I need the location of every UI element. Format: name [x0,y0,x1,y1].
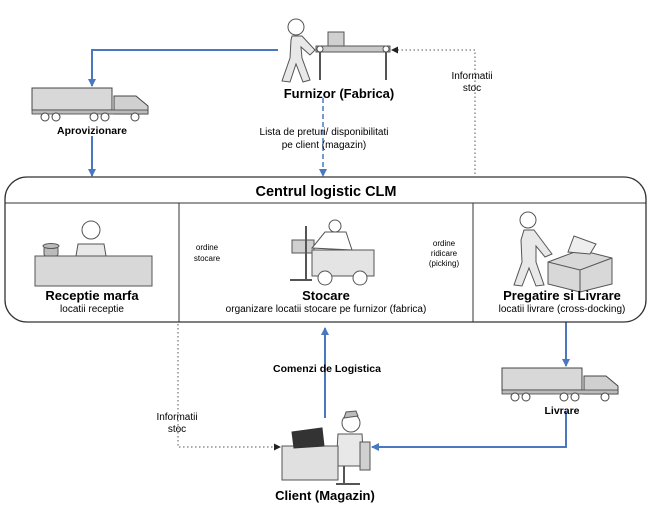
receptie-subtitle: locatii receptie [60,304,124,315]
comenzi-label: Comenzi de Logistica [273,363,381,375]
truck-icon [31,87,149,122]
ordine-ridicare-line1: ordine [433,239,456,248]
arrow-livrare-to-client [371,412,567,451]
client-label: Client (Magazin) [275,488,375,503]
info-stoc-bottom-line1: Informatii [156,412,197,423]
worker-at-conveyor-icon [281,18,391,83]
ordine-stocare-line2: stocare [194,254,221,263]
stocare-subtitle: organizare locatii stocare pe furnizor (… [226,304,427,315]
worker-lifting-box-icon [513,211,613,293]
receptionist-desk-icon [34,220,153,287]
ordine-ridicare-line2: ridicare [431,249,458,258]
aprovizionare-label: Aprovizionare [57,125,127,137]
pregatire-subtitle: locatii livrare (cross-docking) [499,304,626,315]
livrare-label: Livrare [544,405,579,417]
pregatire-title: Pregatire si Livrare [503,288,621,303]
price-list-label-line1: Lista de preturi/ disponibilitati [260,127,389,138]
furnizor-label: Furnizor (Fabrica) [284,86,395,101]
info-stoc-top-line1: Informatii [451,71,492,82]
arrow-furnizor-to-aprovizionare [88,49,278,87]
receptie-title: Receptie marfa [45,288,139,303]
center-title: Centrul logistic CLM [256,184,397,200]
client-at-computer-icon [281,410,371,485]
arrow-info-stoc-top [391,46,476,178]
truck-icon [501,367,619,402]
stocare-title: Stocare [302,288,350,303]
forklift-icon [290,219,375,286]
connectors [88,46,570,451]
price-list-label-line2: pe client (magazin) [282,140,366,151]
ordine-stocare-line1: ordine [196,243,219,252]
info-stoc-top-line2: stoc [463,83,481,94]
arrow-info-stoc-bottom [177,320,281,451]
ordine-ridicare-line3: (picking) [429,259,460,268]
info-stoc-bottom-line2: stoc [168,424,186,435]
